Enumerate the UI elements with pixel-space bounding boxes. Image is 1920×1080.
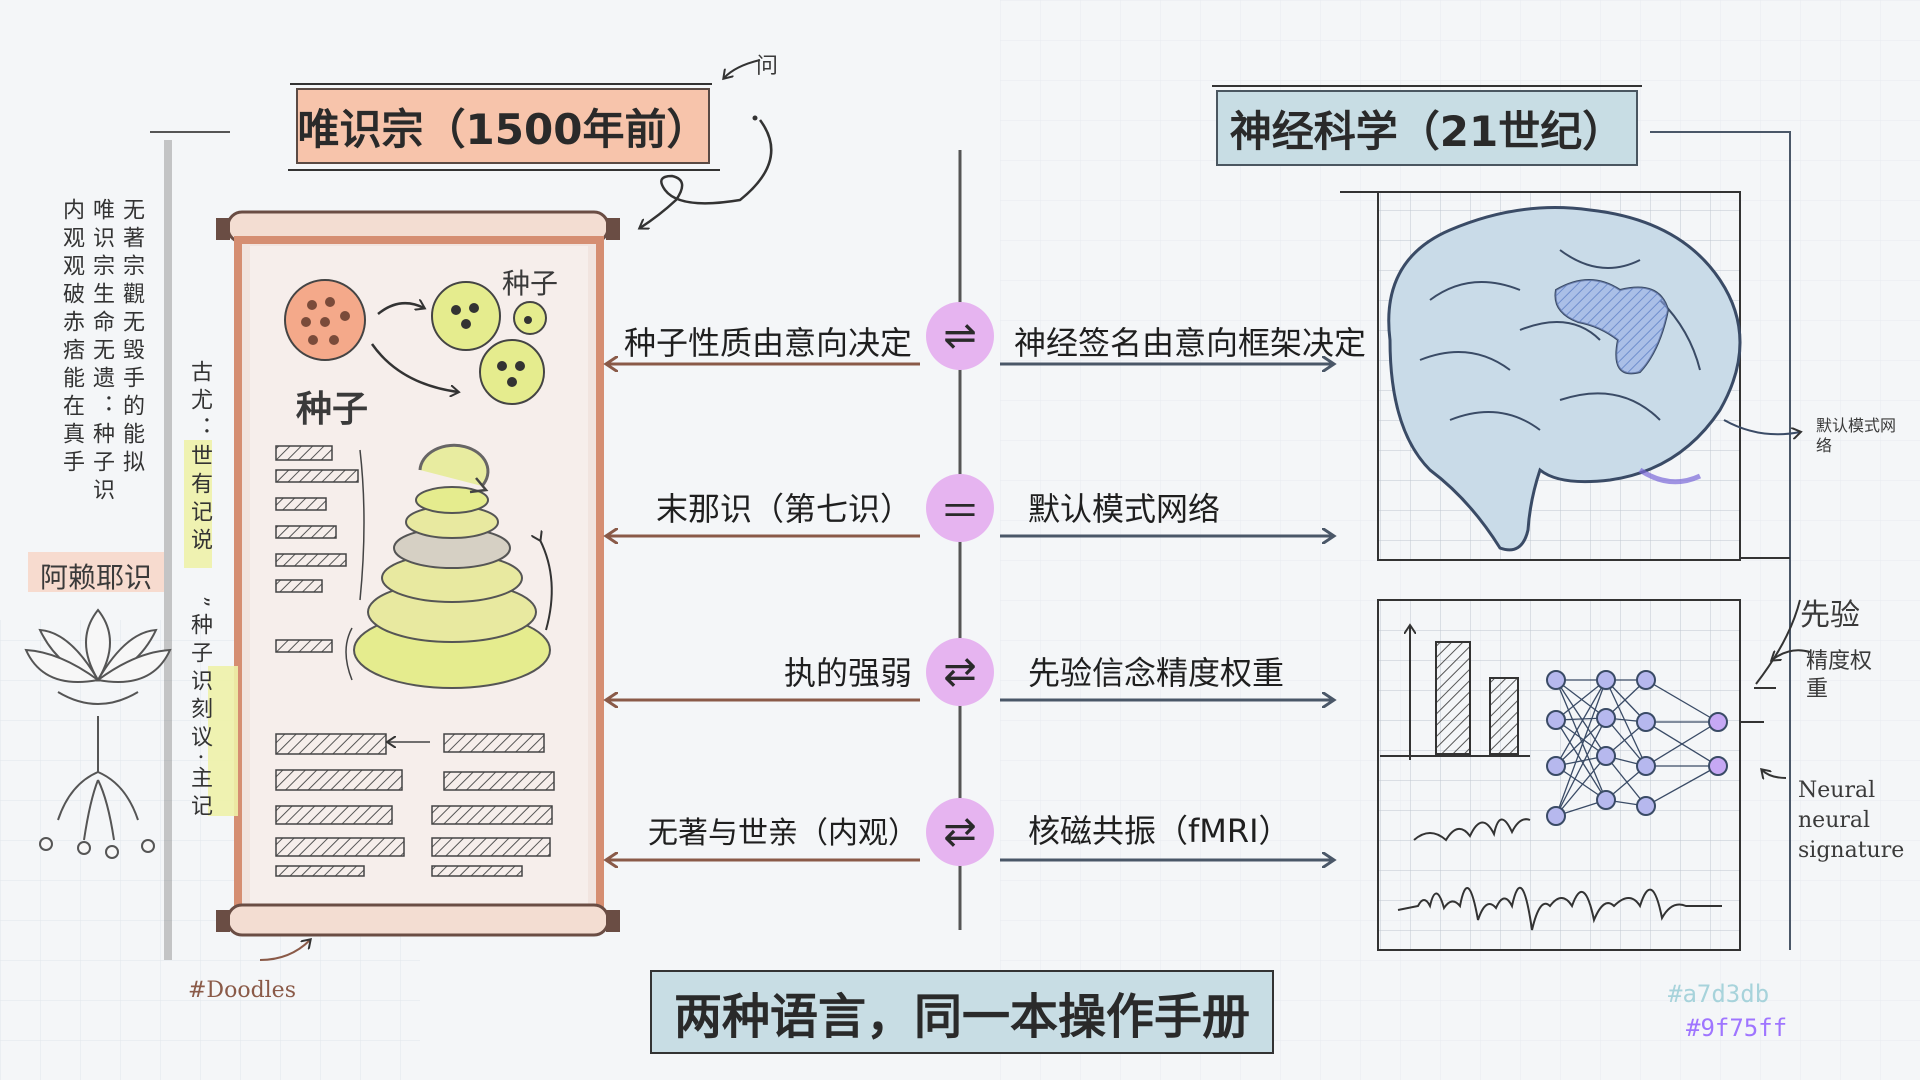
left-vertical-note-5: ”种子识刻议·主记: [187, 596, 212, 823]
accent-hex-2: #9f75ff: [1686, 1014, 1788, 1042]
brain-panel: [1340, 191, 1800, 561]
left-vertical-note-2: 唯识宗生命无遗：种子识: [89, 198, 114, 506]
seed-label-small: 种子: [502, 267, 559, 300]
row-3-left-label: 执的强弱: [783, 654, 912, 692]
curl-arrow: [640, 119, 773, 228]
row-3-symbol-circle: ⇄: [926, 638, 994, 706]
left-vertical-note-4: 古尤：世有记说: [187, 360, 212, 556]
row-2-left-label: 末那识（第七识）: [655, 490, 912, 528]
lotus-illustration: [24, 608, 172, 859]
prior-note: 先验: [1800, 598, 1860, 633]
precision-note: 精度权重: [1806, 649, 1873, 702]
dmn-note: 默认模式网络: [1816, 416, 1897, 455]
row-1-symbol-circle: ⇌: [926, 302, 994, 370]
row-4-right-label: 核磁共振（fMRI）: [1028, 812, 1291, 850]
alaya-label: 阿赖耶识: [40, 561, 153, 594]
seed-label-large: 种子: [296, 388, 369, 430]
row-arrows: [608, 364, 1332, 860]
bar-short: [1489, 677, 1519, 755]
doodles-tag: #Doodles: [188, 978, 296, 1003]
bar-tall: [1435, 641, 1471, 755]
accent-hex-1: #a7d3db: [1668, 980, 1770, 1008]
question-mark-note: 问: [756, 54, 779, 79]
row-4-symbol-circle: ⇄: [926, 798, 994, 866]
stacked-discs: [353, 443, 553, 689]
row-1-right-label: 神经签名由意向框架决定: [1014, 324, 1367, 362]
left-vertical-note-1: 无著宗觀无毁手的能拟: [119, 198, 144, 478]
right-panel-title: 神经科学（21世纪）: [1216, 90, 1638, 166]
bottom-caption: 两种语言，同一本操作手册: [650, 970, 1274, 1054]
row-1-left-label: 种子性质由意向决定: [623, 324, 912, 362]
seed-illustration: [284, 279, 547, 405]
row-2-symbol-circle: ＝: [926, 474, 994, 542]
scroll-text-blocks: [275, 445, 555, 877]
row-2-right-label: 默认模式网络: [1028, 490, 1221, 528]
left-vertical-note-3: 内观观破赤痞能在真手: [59, 198, 84, 478]
row-4-left-label: 无著与世亲（内观）: [648, 816, 918, 851]
network-panel: [1377, 599, 1811, 951]
left-panel-title: 唯识宗（1500年前）: [296, 88, 710, 164]
neural-signature-note: Neural neural signature: [1798, 778, 1905, 863]
row-3-right-label: 先验信念精度权重: [1028, 654, 1285, 692]
